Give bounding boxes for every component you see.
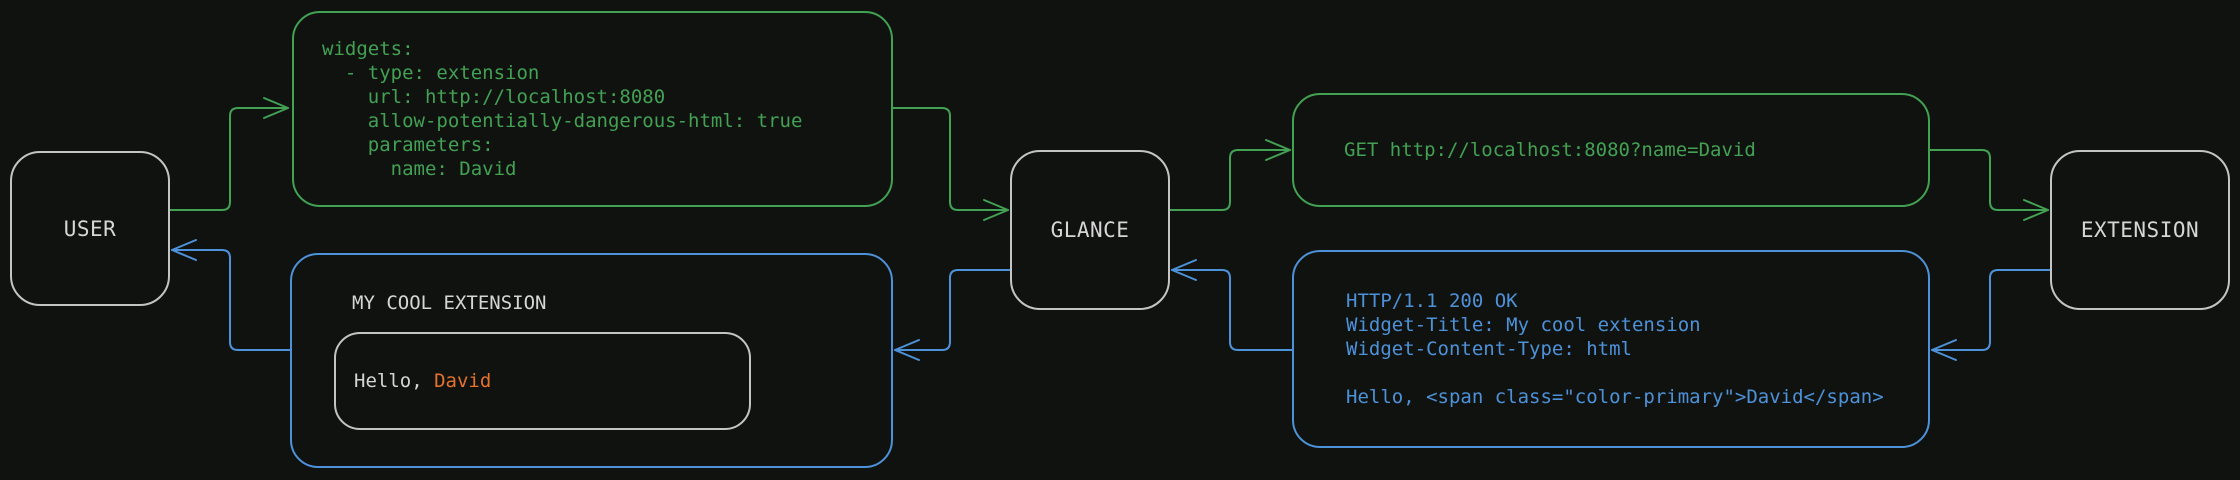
arrow-widget-to-user — [171, 239, 291, 351]
widget-title: MY COOL EXTENSION — [352, 292, 547, 314]
node-glance-label: GLANCE — [1050, 218, 1130, 242]
rendered-widget-box: MY COOL EXTENSION Hello, David — [290, 253, 893, 468]
greeting-name: David — [434, 370, 492, 392]
arrow-config-to-glance — [892, 107, 1009, 221]
http-response-box: HTTP/1.1 200 OK Widget-Title: My cool ex… — [1292, 250, 1930, 448]
yaml-line: url: http://localhost:8080 — [322, 86, 666, 108]
yaml-line: parameters: — [322, 134, 494, 156]
node-user-label: USER — [63, 216, 117, 241]
yaml-config-box: widgets: - type: extension url: http://l… — [292, 11, 893, 207]
arrow-request-to-extension — [1929, 149, 2049, 221]
arrow-glance-to-request — [1169, 139, 1291, 211]
yaml-line: - type: extension — [322, 62, 540, 84]
yaml-line: allow-potentially-dangerous-html: true — [322, 110, 803, 132]
widget-content-frame: Hello, David — [334, 332, 751, 430]
response-line: Hello, <span class="color-primary">David… — [1346, 386, 1884, 408]
arrow-glance-to-widget — [894, 269, 1011, 361]
arrow-extension-to-response — [1931, 269, 2051, 361]
http-request-box: GET http://localhost:8080?name=David — [1292, 93, 1930, 207]
response-line: Widget-Content-Type: html — [1346, 338, 1632, 360]
response-line: HTTP/1.1 200 OK — [1346, 290, 1518, 312]
yaml-line: name: David — [322, 158, 517, 180]
greeting-text: Hello, — [354, 370, 435, 392]
response-line — [1346, 361, 1928, 385]
node-glance: GLANCE — [1010, 150, 1170, 310]
yaml-line: widgets: — [322, 38, 414, 60]
node-user: USER — [10, 151, 170, 306]
arrow-response-to-glance — [1171, 259, 1293, 351]
node-extension: EXTENSION — [2050, 150, 2230, 310]
response-line: Widget-Title: My cool extension — [1346, 314, 1701, 336]
node-extension-label: EXTENSION — [2080, 218, 2200, 242]
arrow-user-to-config — [169, 97, 289, 211]
request-line: GET http://localhost:8080?name=David — [1344, 139, 1756, 161]
